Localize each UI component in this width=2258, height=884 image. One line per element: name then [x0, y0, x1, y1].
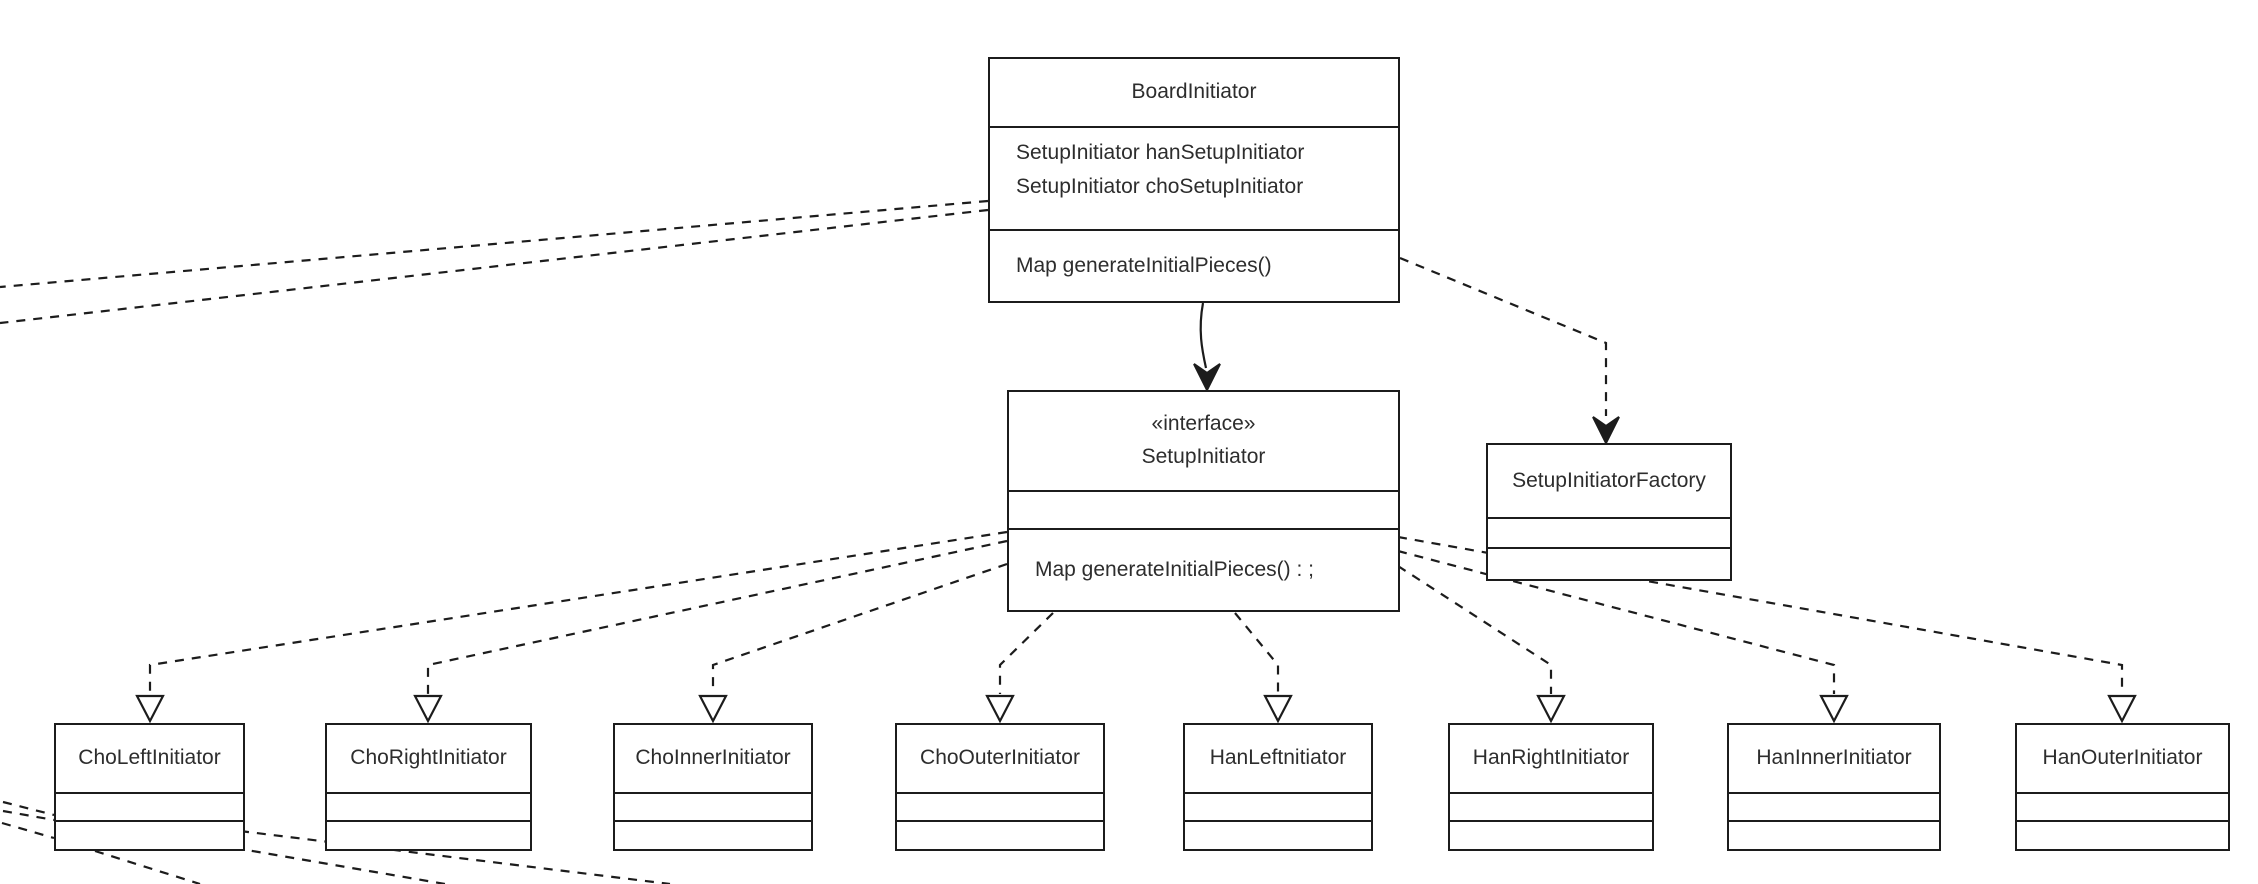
class-attributes-compartment: SetupInitiator hanSetupInitiator SetupIn…	[990, 128, 1398, 231]
class-title-compartment: ChoOuterInitiator	[897, 725, 1103, 794]
class-name: HanOuterInitiator	[2042, 746, 2203, 770]
class-stereotype: «interface»	[1151, 412, 1256, 436]
class-box-haninnerinitiator: HanInnerInitiator	[1727, 723, 1941, 851]
off-canvas-edge-fragment-1	[2, 800, 55, 817]
class-methods-compartment	[1729, 822, 1939, 849]
class-methods-compartment	[1488, 549, 1730, 579]
class-name: SetupInitiatorFactory	[1512, 468, 1706, 492]
class-attributes-compartment	[897, 794, 1103, 822]
class-name: HanInnerInitiator	[1756, 746, 1912, 770]
class-name: SetupInitiator	[1141, 445, 1266, 468]
class-attributes-compartment	[2017, 794, 2228, 822]
class-title-compartment: «interface» SetupInitiator	[1009, 392, 1398, 492]
class-attributes-compartment	[615, 794, 811, 822]
class-name: ChoLeftInitiator	[78, 746, 221, 770]
class-title-compartment: ChoRightInitiator	[327, 725, 530, 794]
class-methods-compartment	[897, 822, 1103, 849]
class-name: ChoRightInitiator	[350, 746, 507, 770]
class-methods-compartment: Map generateInitialPieces() : ;	[1009, 530, 1398, 610]
realization-line-hanrightinitiator	[1397, 565, 1553, 694]
class-attributes-compartment	[1488, 519, 1730, 549]
association-line-off-canvas-1	[0, 199, 989, 289]
class-name: ChoInnerInitiator	[635, 746, 791, 770]
association-line-off-canvas-2	[0, 208, 989, 325]
class-methods-compartment	[2017, 822, 2228, 849]
class-name: HanRightInitiator	[1472, 746, 1630, 770]
realization-line-choleftinitiator	[148, 530, 1008, 694]
class-box-hanouterinitiator: HanOuterInitiator	[2015, 723, 2230, 851]
class-title-compartment: HanRightInitiator	[1450, 725, 1652, 794]
dependency-line-boardinitiator-factory	[1399, 256, 1608, 416]
hollow-arrowhead-choleftinitiator	[135, 694, 165, 724]
off-canvas-edge-fragment-4	[94, 849, 201, 884]
hollow-arrowhead-hanrightinitiator	[1536, 694, 1566, 724]
class-box-choinnerinitiator: ChoInnerInitiator	[613, 723, 813, 851]
class-methods-compartment	[1185, 822, 1371, 849]
class-methods-compartment	[1450, 822, 1652, 849]
off-canvas-edge-fragment-6	[234, 846, 446, 884]
class-attribute: SetupInitiator choSetupInitiator	[1016, 175, 1304, 198]
class-name: ChoOuterInitiator	[920, 746, 1080, 770]
realization-line-hanleftnitiator	[1234, 612, 1280, 694]
class-method: Map generateInitialPieces()	[1016, 254, 1272, 277]
class-title-compartment: HanLeftnitiator	[1185, 725, 1371, 794]
filled-arrowhead-setupinitiator	[1193, 363, 1221, 393]
class-box-hanleftnitiator: HanLeftnitiator	[1183, 723, 1373, 851]
class-method: Map generateInitialPieces() : ;	[1035, 558, 1314, 581]
class-title-compartment: HanInnerInitiator	[1729, 725, 1939, 794]
class-methods-compartment: Map generateInitialPieces()	[990, 231, 1398, 301]
realization-line-haninnerinitiator	[1397, 549, 1836, 694]
class-box-setupinitiatorfactory: SetupInitiatorFactory	[1486, 443, 1732, 581]
hollow-arrowhead-hanleftnitiator	[1263, 694, 1293, 724]
class-attributes-compartment	[1729, 794, 1939, 822]
class-name: HanLeftnitiator	[1209, 746, 1347, 770]
realization-line-choinnerinitiator	[711, 562, 1008, 694]
class-attributes-compartment	[1450, 794, 1652, 822]
class-attributes-compartment	[1009, 492, 1398, 530]
class-attributes-compartment	[56, 794, 243, 822]
class-title-compartment: HanOuterInitiator	[2017, 725, 2228, 794]
class-methods-compartment	[327, 822, 530, 849]
class-attribute: SetupInitiator hanSetupInitiator	[1016, 141, 1305, 164]
class-box-chorightinitiator: ChoRightInitiator	[325, 723, 532, 851]
class-box-boardinitiator: BoardInitiator SetupInitiator hanSetupIn…	[988, 57, 1400, 303]
class-methods-compartment	[56, 822, 243, 849]
realization-line-chorightinitiator	[426, 539, 1008, 694]
hollow-arrowhead-chorightinitiator	[413, 694, 443, 724]
off-canvas-edge-fragment-5	[239, 829, 671, 884]
off-canvas-edge-fragment-2	[2, 809, 55, 822]
realization-line-choouterinitiator	[998, 612, 1054, 694]
class-box-choleftinitiator: ChoLeftInitiator	[54, 723, 245, 851]
hollow-arrowhead-choouterinitiator	[985, 694, 1015, 724]
class-title-compartment: ChoInnerInitiator	[615, 725, 811, 794]
class-box-setupinitiator: «interface» SetupInitiator Map generateI…	[1007, 390, 1400, 612]
class-title-compartment: ChoLeftInitiator	[56, 725, 243, 794]
class-title-compartment: SetupInitiatorFactory	[1488, 445, 1730, 519]
class-name: BoardInitiator	[1131, 80, 1257, 104]
class-methods-compartment	[615, 822, 811, 849]
hollow-arrowhead-choinnerinitiator	[698, 694, 728, 724]
off-canvas-edge-fragment-3	[1, 821, 55, 840]
filled-arrowhead-factory	[1592, 416, 1620, 446]
hollow-arrowhead-hanouterinitiator	[2107, 694, 2137, 724]
hollow-arrowhead-haninnerinitiator	[1819, 694, 1849, 724]
class-attributes-compartment	[327, 794, 530, 822]
class-box-choouterinitiator: ChoOuterInitiator	[895, 723, 1105, 851]
class-attributes-compartment	[1185, 794, 1371, 822]
class-title-compartment: BoardInitiator	[990, 59, 1398, 128]
association-line-boardinitiator-setupinitiator	[1199, 302, 1208, 369]
class-box-hanrightinitiator: HanRightInitiator	[1448, 723, 1654, 851]
